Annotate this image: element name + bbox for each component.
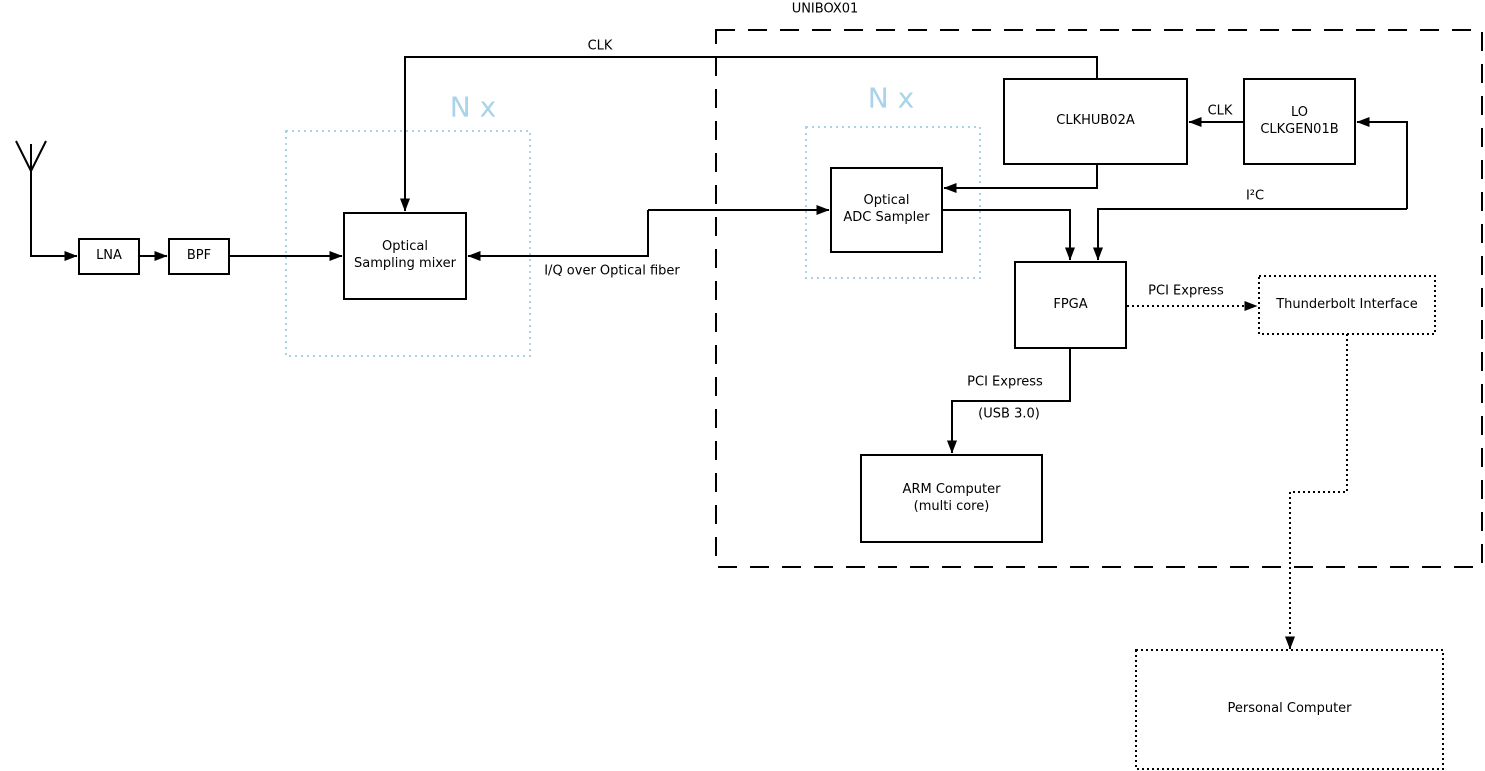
personal-computer-node: Personal Computer <box>1227 701 1352 717</box>
unibox01-title: UNIBOX01 <box>789 1 861 17</box>
i2c-label: I²C <box>1243 188 1267 204</box>
iq-fiber-label: I/Q over Optical fiber <box>542 263 682 279</box>
personal-computer-node-border <box>1135 649 1444 770</box>
clk-hub-label: CLK <box>1205 103 1235 119</box>
edge-iq-to-mixer <box>467 210 649 261</box>
nx-label-2: N x <box>867 81 915 115</box>
pcie-thunderbolt-label: PCI Express <box>1146 283 1226 299</box>
lo-clkgen01b-node: LO CLKGEN01B <box>1243 78 1356 165</box>
bpf-node: BPF <box>168 238 230 275</box>
edge-i2c-to-lo <box>1356 117 1408 209</box>
unibox01-group-border <box>715 29 1483 568</box>
edge-clkhub-adc <box>943 165 1098 193</box>
optical-sampling-mixer-node: Optical Sampling mixer <box>343 212 467 300</box>
lna-node: LNA <box>78 238 140 275</box>
clk-top-label: CLK <box>585 38 615 54</box>
edge-thunderbolt-pc <box>1285 334 1348 650</box>
fpga-node: FPGA <box>1014 261 1127 349</box>
usb-label: (USB 3.0) <box>976 406 1042 422</box>
nx-label-1: N x <box>449 90 497 124</box>
edge-adc-fpga <box>943 209 1075 261</box>
edge-antenna-lna <box>30 144 78 261</box>
arm-computer-node: ARM Computer (multi core) <box>860 454 1043 543</box>
antenna-icon <box>15 140 47 172</box>
edge-fpga-arm <box>947 349 1071 454</box>
pcie-arm-label: PCI Express <box>965 374 1045 390</box>
optical-adc-sampler-node: Optical ADC Sampler <box>830 167 943 253</box>
edge-i2c-to-fpga <box>1093 208 1407 261</box>
thunderbolt-interface-node: Thunderbolt Interface <box>1276 296 1418 312</box>
nx-group-1-border <box>285 130 531 357</box>
edge-clk-mixer <box>400 56 1098 212</box>
clkhub02a-node: CLKHUB02A <box>1003 78 1188 165</box>
